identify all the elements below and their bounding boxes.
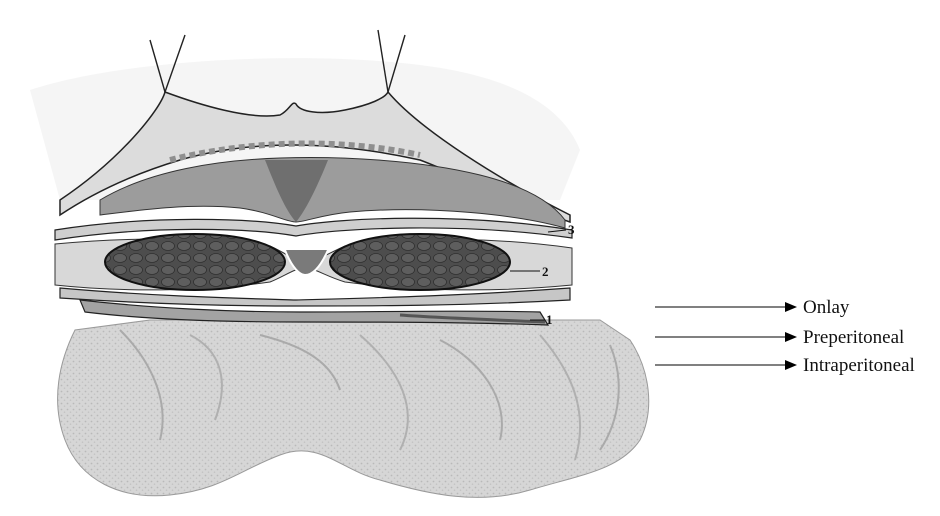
bowel-loops bbox=[58, 320, 649, 497]
layer-label-3: 3 bbox=[568, 222, 575, 237]
arrow-right-icon bbox=[785, 302, 797, 312]
legend-label-onlay: Onlay bbox=[803, 297, 850, 318]
legend-item-intraperitoneal: Intraperitoneal bbox=[655, 355, 915, 376]
arrow-right-icon bbox=[785, 360, 797, 370]
legend-label-preperitoneal: Preperitoneal bbox=[803, 327, 904, 348]
legend-item-onlay: Onlay bbox=[655, 297, 850, 318]
posterior-sheath bbox=[60, 288, 570, 306]
anterior-sheath bbox=[55, 218, 572, 240]
legend-label-intraperitoneal: Intraperitoneal bbox=[803, 355, 915, 376]
layer-label-2: 2 bbox=[542, 264, 549, 279]
layer-label-1: 1 bbox=[546, 312, 553, 327]
legend: Onlay Preperitoneal Intraperitoneal bbox=[655, 297, 915, 376]
arrow-right-icon bbox=[785, 332, 797, 342]
legend-item-preperitoneal: Preperitoneal bbox=[655, 327, 904, 348]
rectus-muscles bbox=[55, 234, 572, 290]
